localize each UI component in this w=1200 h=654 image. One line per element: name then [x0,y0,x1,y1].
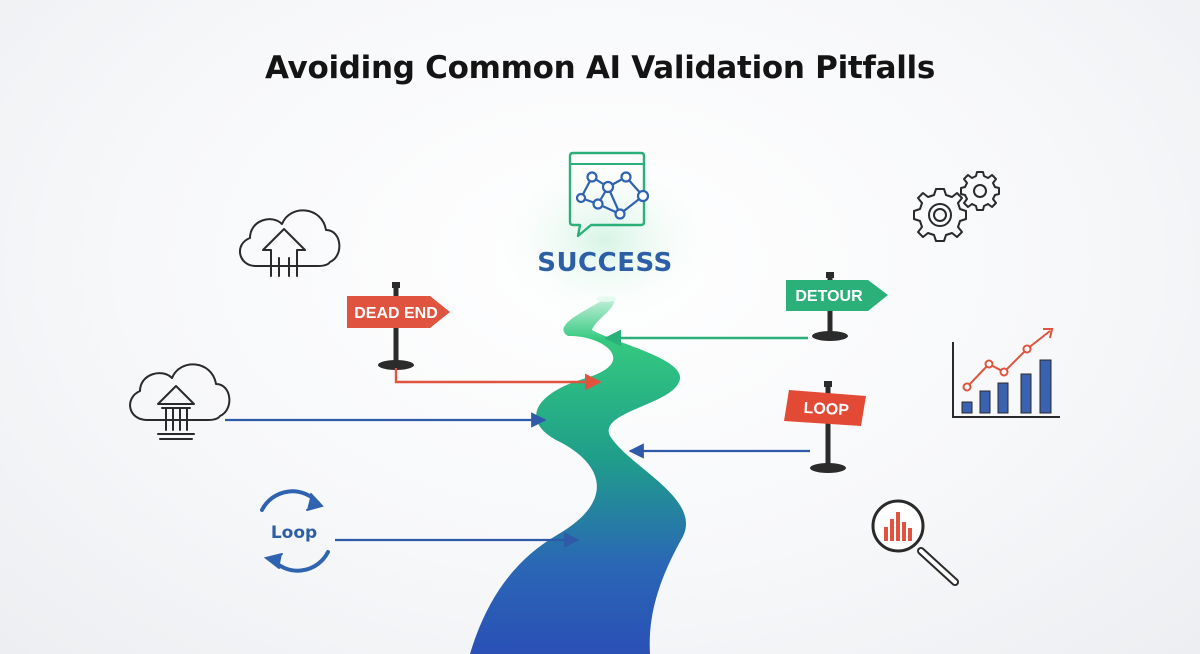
success-label: SUCCESS [537,248,673,278]
winding-path [470,296,686,654]
loop-sign-label: LOOP [803,400,849,419]
dead-end-sign: DEAD END [347,282,450,370]
page-title: Avoiding Common AI Validation Pitfalls [264,50,936,86]
loop-sign: LOOP [784,381,866,473]
bar-chart-trend-icon [952,328,1060,418]
loop-cycle-icon [260,489,330,573]
detour-label: DETOUR [795,288,863,305]
magnifier-chart-icon [871,499,959,586]
network-graph-chat-icon [568,151,650,238]
cloud-institution-icon [129,363,231,440]
dead-end-arrow [394,368,602,391]
gears-icon [913,171,1000,242]
detour-sign: DETOUR [786,272,888,341]
success-glow [485,150,725,330]
cloud-upload-icon [239,209,341,277]
dead-end-label: DEAD END [354,305,438,322]
loop-cycle-label: Loop [271,523,317,543]
